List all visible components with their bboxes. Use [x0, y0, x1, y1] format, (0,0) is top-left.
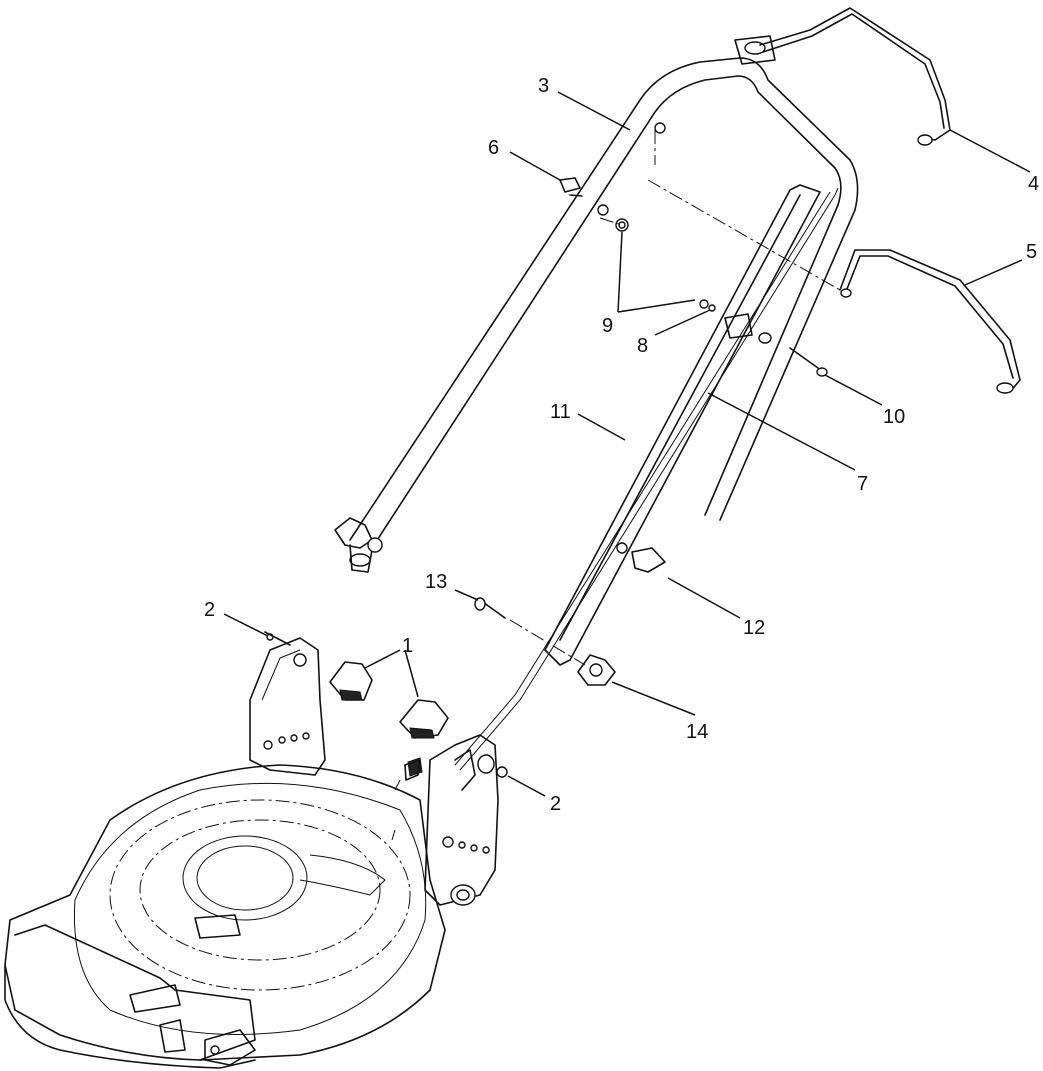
spring [391, 759, 421, 841]
callout-12: 12 [743, 617, 765, 639]
callout-14: 14 [686, 721, 708, 743]
callout-8: 8 [637, 335, 648, 357]
assembly-centerlines [509, 130, 841, 666]
callout-3: 3 [538, 75, 549, 97]
bolt-10 [758, 332, 828, 377]
callout-4: 4 [1028, 173, 1039, 195]
callout-2-right: 2 [550, 793, 561, 815]
height-adjuster-lever-left [329, 661, 373, 701]
callout-leaders [223, 91, 1031, 797]
callout-6: 6 [488, 137, 499, 159]
callout-2-left: 2 [204, 599, 215, 621]
right-handle-bracket [407, 734, 508, 906]
callout-1: 1 [402, 635, 413, 657]
drive-cable [454, 187, 839, 771]
bolt-13 [474, 597, 506, 619]
callout-5: 5 [1026, 241, 1037, 263]
upper-left-knob [334, 517, 383, 553]
bail-wire-upper [759, 7, 951, 146]
callout-13: 13 [425, 571, 447, 593]
mower-deck [4, 764, 446, 1069]
height-adjuster-lever-right [399, 699, 449, 739]
handle-knob [577, 654, 616, 686]
callout-10: 10 [883, 406, 905, 428]
upper-handle [349, 35, 859, 573]
callout-9: 9 [602, 315, 613, 337]
cable-clip [615, 218, 753, 339]
bail-wire-lower [839, 249, 1021, 394]
cable-adjuster [616, 542, 666, 573]
hairpin-clip [559, 177, 583, 197]
callout-11: 11 [550, 401, 571, 423]
callout-7: 7 [857, 473, 868, 495]
lower-handle [544, 184, 821, 666]
left-handle-bracket [249, 631, 326, 776]
